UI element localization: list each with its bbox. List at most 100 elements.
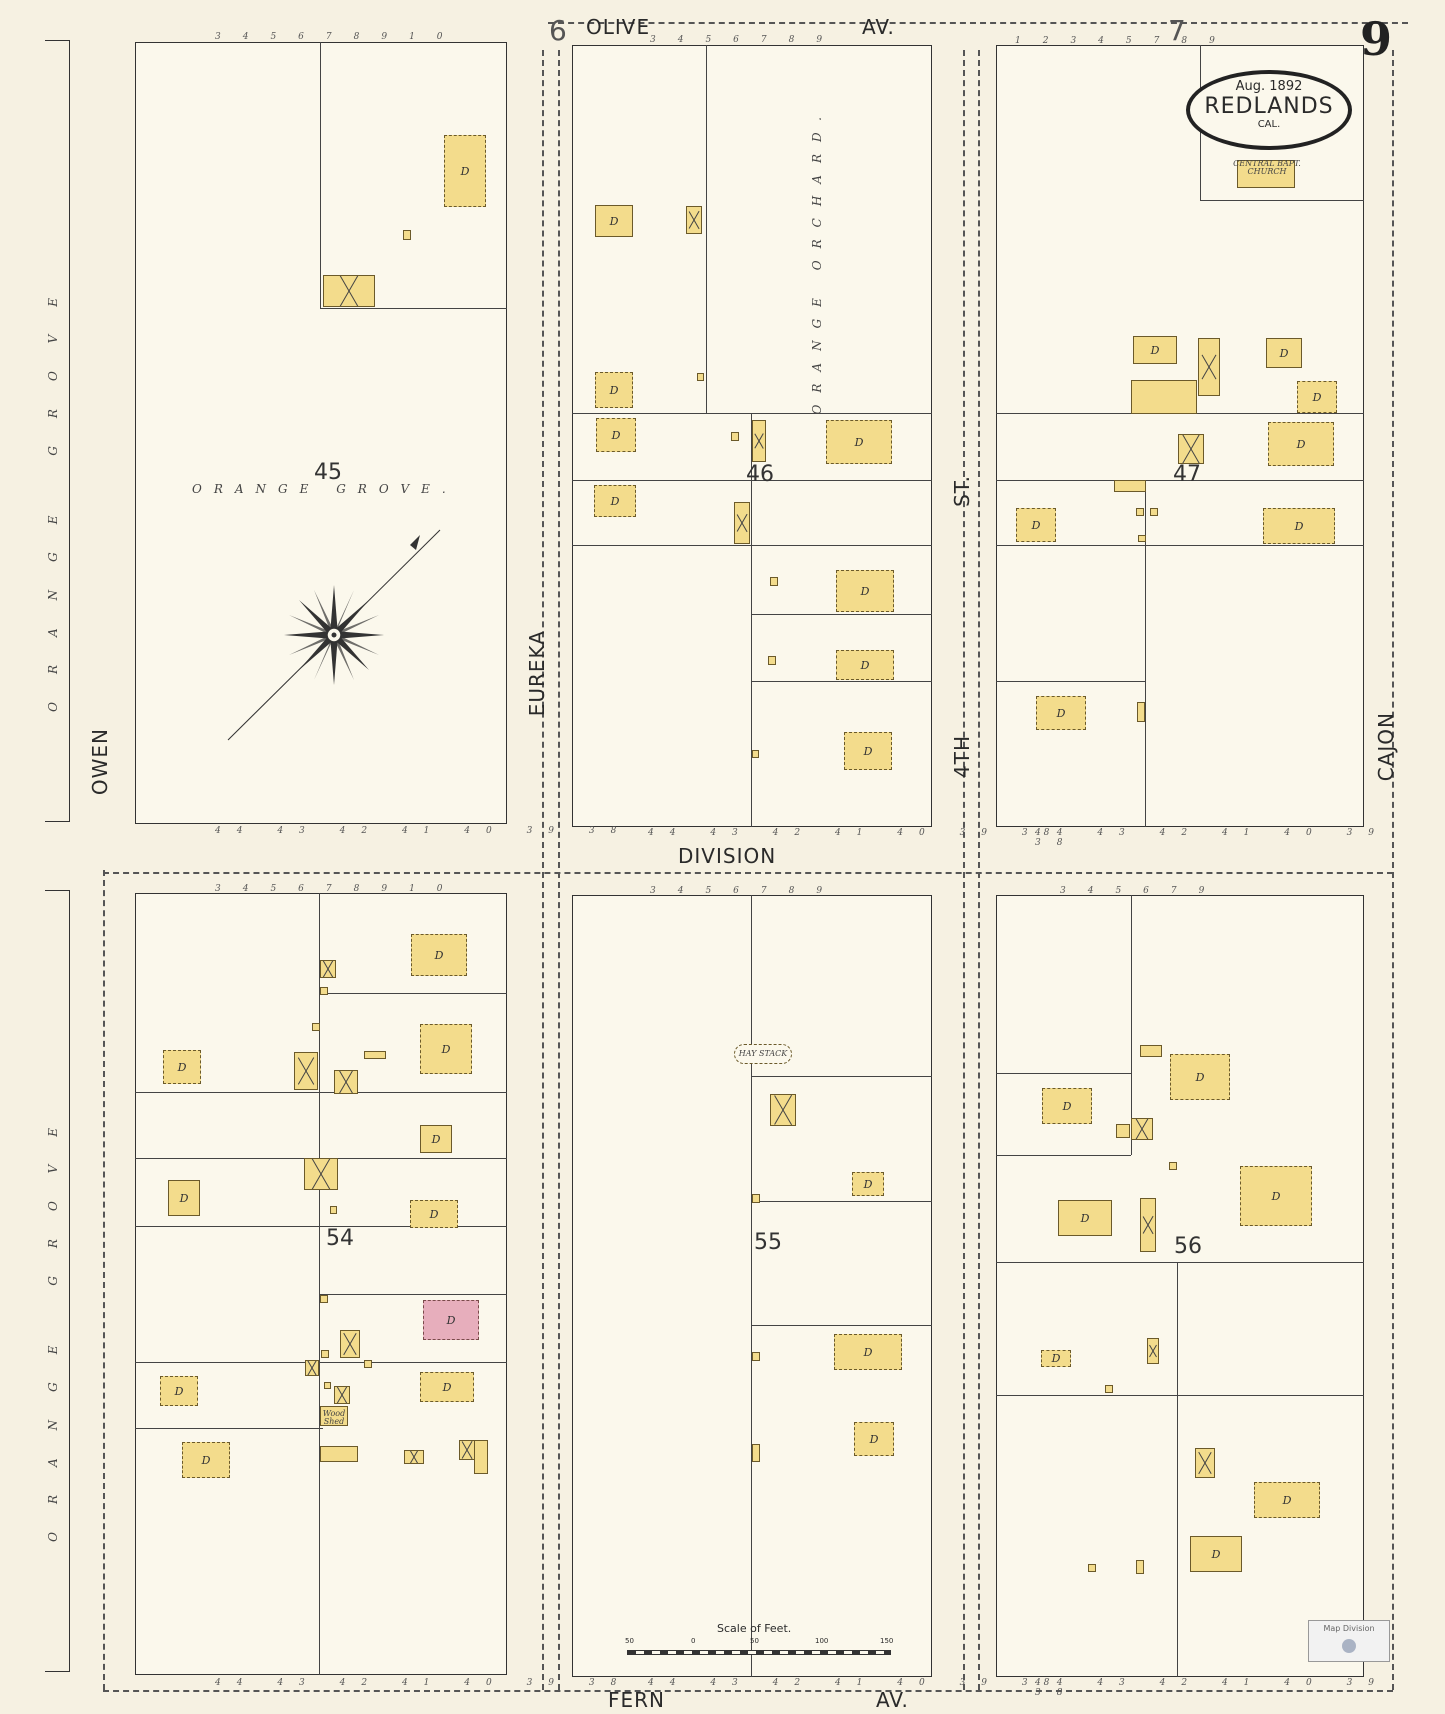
division-street-name: DIVISION [678, 844, 777, 868]
lot-line [319, 1294, 507, 1295]
fern-av-suffix: AV. [876, 1688, 909, 1712]
shed [1131, 1118, 1153, 1140]
dwelling: D [1254, 1482, 1320, 1518]
outbuilding [321, 1350, 329, 1358]
scale-tick-3: 100 [815, 1637, 829, 1645]
library-stamp-seal-icon [1342, 1639, 1356, 1653]
scale-bar [627, 1650, 891, 1655]
block-56 [996, 895, 1364, 1677]
fourth-street-edge-right [978, 50, 980, 1690]
compass-rose-icon [227, 529, 441, 741]
lot-line [572, 480, 932, 481]
orange-orchard-label: ORANGE ORCHARD. [810, 105, 824, 415]
dwelling: D [836, 650, 894, 680]
page-marker-7: 7 [1168, 14, 1186, 47]
outbuilding [1114, 480, 1146, 492]
outbuilding [1150, 508, 1158, 516]
lot-numbers-bottom-45: 44 43 42 41 40 39 38 [215, 826, 633, 836]
outbuilding [1136, 508, 1144, 516]
owen-street-name: OWEN [88, 728, 112, 796]
outbuilding [752, 750, 759, 758]
cajon-street-edge [1392, 50, 1394, 1690]
library-stamp-label: Map Division [1323, 1624, 1375, 1633]
shed [459, 1440, 475, 1460]
shed [305, 1360, 319, 1376]
shed [1195, 1448, 1215, 1478]
church-label: CENTRAL BAPT. CHURCH [1233, 159, 1301, 176]
lot-line [751, 681, 932, 682]
shed [734, 502, 750, 544]
dwelling: D [1058, 1200, 1112, 1236]
dwelling: D [1240, 1166, 1312, 1226]
lot-numbers-top-45: 345678910 [215, 32, 465, 42]
outbuilding [330, 1206, 337, 1214]
outbuilding [1116, 1124, 1130, 1138]
title-city: Redlands [1204, 94, 1334, 119]
title-cartouche: Aug. 1892 Redlands Cal. [1186, 70, 1352, 150]
lot-numbers-top-46: 3456789 [650, 35, 845, 45]
scale-tick-1: 0 [691, 1637, 696, 1645]
lot-line [572, 413, 932, 414]
lot-line [1177, 1262, 1178, 1677]
outbuilding [1140, 1045, 1162, 1057]
orange-grove-street-upper: ORANGE GROVE [46, 270, 60, 712]
lot-numbers-top-47: 12345789 [1015, 36, 1237, 46]
lot-line [751, 1076, 932, 1077]
owen-bracket-lower [45, 890, 70, 1672]
shed [770, 1094, 796, 1126]
block-number-46: 46 [746, 462, 774, 487]
lot-numbers-bottom-46: 44 43 42 41 40 39 38 [648, 828, 1066, 838]
dwelling: D [594, 485, 636, 517]
lot-line [751, 614, 932, 615]
lot-line [320, 42, 321, 308]
lot-numbers-top-54: 345678910 [215, 884, 465, 894]
outbuilding [1138, 535, 1146, 542]
division-street-edge [103, 872, 1393, 874]
lot-numbers-bottom-54: 44 43 42 41 40 39 38 [215, 1678, 633, 1688]
dwelling: D [420, 1125, 452, 1153]
dwelling: D [444, 135, 486, 207]
title-state: Cal. [1257, 119, 1281, 130]
outbuilding [312, 1023, 320, 1031]
lot-line [1131, 895, 1132, 1155]
shed [1178, 434, 1204, 464]
lot-line [996, 480, 1364, 481]
lot-numbers-bottom-47: 44 43 42 41 40 39 38 [1035, 828, 1391, 848]
dwelling: D [834, 1334, 902, 1370]
west-street-edge [103, 870, 105, 1690]
cajon-street-name: CAJON [1374, 712, 1398, 782]
dwelling: D [411, 934, 467, 976]
shed [304, 1158, 338, 1190]
outbuilding [364, 1360, 372, 1368]
lot-line [751, 895, 752, 1677]
dwelling: D [1042, 1088, 1092, 1124]
eureka-street-edge-right [558, 50, 560, 1690]
lot-line [320, 308, 507, 309]
outbuilding [403, 230, 411, 240]
dwelling: D [1041, 1350, 1071, 1367]
dwelling: D [596, 418, 636, 452]
scale-tick-0: 50 [625, 1637, 634, 1645]
lot-line [706, 45, 707, 413]
dwelling [1131, 380, 1197, 414]
sheet-number: 9 [1360, 12, 1393, 66]
scale-tick-4: 150 [880, 1637, 894, 1645]
shed [1147, 1338, 1159, 1364]
dwelling: D [1170, 1054, 1230, 1100]
lot-line [996, 1395, 1364, 1396]
lot-numbers-top-56: 345679 [1060, 886, 1227, 896]
hay-stack-label: HAY STACK [738, 1049, 788, 1058]
dwelling: D [1190, 1536, 1242, 1572]
dwelling: D [420, 1024, 472, 1074]
shed [752, 420, 766, 462]
dwelling: D [595, 372, 633, 408]
eureka-street-edge-left [542, 50, 544, 1690]
shed [320, 960, 336, 978]
dwelling: D [1297, 381, 1337, 413]
orange-grove-street-lower: ORANGE GROVE [46, 1100, 60, 1542]
dwelling: D [852, 1172, 884, 1196]
block-54 [135, 893, 507, 1675]
shed [1140, 1198, 1156, 1252]
olive-street-edge [548, 22, 1408, 24]
olive-av-suffix: AV. [862, 15, 895, 39]
